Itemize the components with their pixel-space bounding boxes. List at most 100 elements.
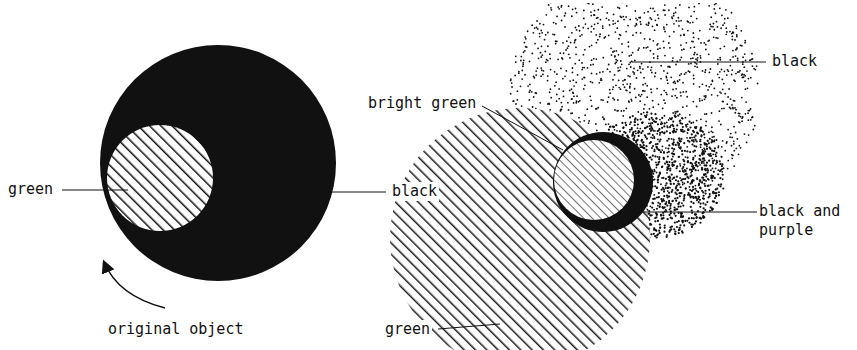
stipple-dot xyxy=(600,99,602,101)
stipple-dot xyxy=(680,20,682,22)
stipple-dot xyxy=(710,16,712,18)
stipple-dot xyxy=(677,189,679,191)
stipple-dot xyxy=(620,34,622,36)
stipple-dot xyxy=(681,230,683,232)
stipple-dot xyxy=(662,214,664,216)
stipple-dot xyxy=(680,44,682,46)
stipple-dot xyxy=(608,64,610,66)
stipple-dot xyxy=(700,57,702,59)
stipple-dot xyxy=(584,114,586,116)
stipple-dot xyxy=(545,34,547,36)
stipple-dot xyxy=(666,196,668,198)
stipple-dot xyxy=(678,25,680,27)
stipple-dot xyxy=(683,178,685,180)
stipple-dot xyxy=(742,77,744,79)
stipple-dot xyxy=(522,64,524,66)
stipple-dot xyxy=(583,76,585,78)
stipple-dot xyxy=(578,59,580,61)
stipple-dot xyxy=(538,57,540,59)
stipple-dot xyxy=(677,206,679,208)
stipple-dot xyxy=(741,74,743,76)
stipple-dot xyxy=(679,192,681,194)
stipple-dot xyxy=(610,47,612,49)
stipple-dot xyxy=(628,46,630,48)
stipple-dot xyxy=(699,180,701,182)
stipple-dot xyxy=(668,65,670,67)
stipple-dot xyxy=(603,118,605,120)
stipple-dot xyxy=(620,110,622,112)
stipple-dot xyxy=(641,63,643,65)
stipple-dot xyxy=(624,132,626,134)
stipple-dot xyxy=(751,58,753,60)
stipple-dot xyxy=(692,186,694,188)
stipple-dot xyxy=(677,115,679,117)
stipple-dot xyxy=(617,20,619,22)
stipple-dot xyxy=(711,136,713,138)
stipple-dot xyxy=(597,9,599,11)
stipple-dot xyxy=(552,33,554,35)
stipple-dot xyxy=(745,113,747,115)
stipple-dot xyxy=(642,84,644,86)
stipple-dot xyxy=(632,115,634,117)
stipple-dot xyxy=(630,121,632,123)
stipple-dot xyxy=(716,202,718,204)
stipple-dot xyxy=(678,201,680,203)
stipple-dot xyxy=(690,15,692,17)
stipple-dot xyxy=(581,34,583,36)
stipple-dot xyxy=(747,112,749,114)
stipple-dot xyxy=(706,148,708,150)
stipple-dot xyxy=(515,103,517,105)
stipple-dot xyxy=(646,111,648,113)
stipple-dot xyxy=(700,42,702,44)
stipple-dot xyxy=(559,52,561,54)
stipple-dot xyxy=(695,126,697,128)
stipple-dot xyxy=(745,59,747,61)
stipple-dot xyxy=(583,54,585,56)
stipple-dot xyxy=(672,57,674,59)
stipple-dot xyxy=(729,59,731,61)
stipple-dot xyxy=(651,72,653,74)
stipple-dot xyxy=(612,88,614,90)
stipple-dot xyxy=(643,112,645,114)
stipple-dot xyxy=(543,70,545,72)
stipple-dot xyxy=(686,173,688,175)
stipple-dot xyxy=(716,21,718,23)
stipple-dot xyxy=(571,32,573,34)
stipple-dot xyxy=(688,3,690,4)
stipple-dot xyxy=(636,139,638,141)
stipple-dot xyxy=(654,76,656,78)
stipple-dot xyxy=(705,165,707,167)
stipple-dot xyxy=(522,65,524,67)
stipple-dot xyxy=(674,233,676,235)
stipple-dot xyxy=(731,104,733,106)
stipple-dot xyxy=(676,184,678,186)
stipple-dot xyxy=(602,99,604,101)
stipple-dot xyxy=(634,121,636,123)
stipple-dot xyxy=(652,145,654,147)
stipple-dot xyxy=(673,209,675,211)
stipple-dot xyxy=(680,35,682,37)
stipple-dot xyxy=(573,102,575,104)
stipple-dot xyxy=(563,96,565,98)
stipple-dot xyxy=(675,187,677,189)
stipple-dot xyxy=(612,97,614,99)
stipple-dot xyxy=(692,41,694,43)
stipple-dot xyxy=(737,58,739,60)
stipple-dot xyxy=(616,27,618,29)
stipple-dot xyxy=(612,86,614,88)
stipple-dot xyxy=(733,140,735,142)
stipple-dot xyxy=(550,97,552,99)
stipple-dot xyxy=(700,118,702,120)
stipple-dot xyxy=(595,34,597,36)
stipple-dot xyxy=(597,107,599,109)
stipple-dot xyxy=(614,22,616,24)
stipple-dot xyxy=(635,17,637,19)
stipple-dot xyxy=(590,11,592,13)
stipple-dot xyxy=(643,77,645,79)
stipple-dot xyxy=(571,112,573,114)
stipple-dot xyxy=(749,59,751,61)
stipple-dot xyxy=(659,172,661,174)
stipple-dot xyxy=(558,88,560,90)
stipple-dot xyxy=(654,185,656,187)
stipple-dot xyxy=(625,124,627,126)
